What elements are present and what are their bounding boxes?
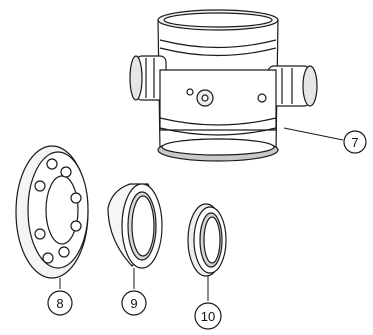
callout-7-label: 7 <box>351 135 358 150</box>
callout-8-label: 8 <box>56 296 63 311</box>
callout-7: 7 <box>343 130 367 154</box>
callout-9: 9 <box>121 290 147 316</box>
seal-ring-icon <box>107 183 163 269</box>
callout-10: 10 <box>194 302 222 330</box>
bolt-flange-icon <box>15 145 89 279</box>
callout-10-label: 10 <box>201 309 215 324</box>
leader-line-7 <box>283 127 344 141</box>
callout-8: 8 <box>47 290 73 316</box>
valve-body-icon <box>129 9 318 162</box>
small-seal-ring-icon <box>187 203 227 277</box>
callout-9-label: 9 <box>130 296 137 311</box>
